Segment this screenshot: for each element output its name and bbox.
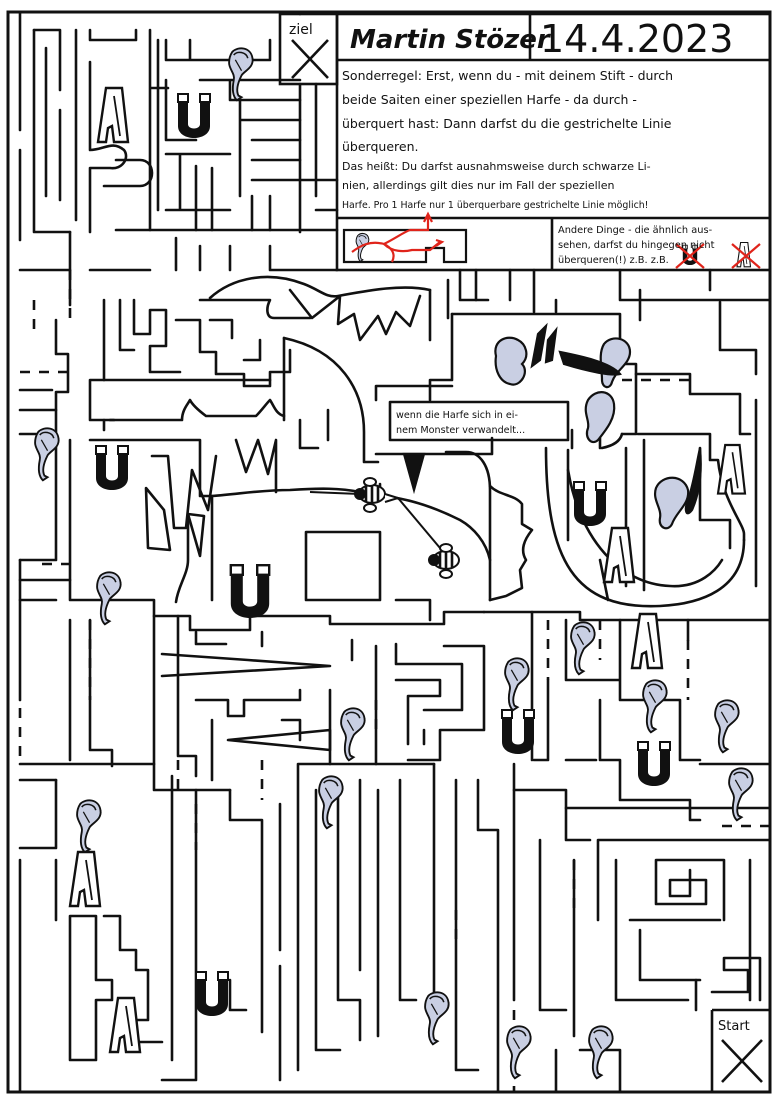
rule-line: überqueren(!) z.B. z.B.: [558, 255, 669, 266]
magnet-icon: [501, 709, 535, 755]
rule-line: nien, allerdings gilt dies nur im Fall d…: [342, 179, 614, 192]
note-line: wenn die Harfe sich in ei-: [396, 410, 518, 421]
harp-icon: [96, 571, 122, 626]
harp-icon: [714, 699, 740, 754]
magnet-icon: [637, 741, 671, 787]
note-line: nem Monster verwandelt...: [396, 425, 525, 436]
rule-example-illustration: [342, 211, 468, 264]
monster-icon: [654, 476, 690, 530]
magnet-icon: [573, 481, 607, 527]
harp-icon: [76, 799, 102, 854]
magnet-icon: [229, 564, 271, 620]
rule-line: Harfe. Pro 1 Harfe nur 1 überquerbare ge…: [342, 200, 648, 211]
bee-creatures: [309, 477, 460, 579]
magnet-icon: [95, 445, 129, 491]
start-box: [710, 1008, 770, 1092]
other-things-examples: [675, 241, 761, 269]
rule-line: Sonderregel: Erst, wenn du - mit deinem …: [342, 68, 673, 83]
monster-note: wenn die Harfe sich in ei- nem Monster v…: [396, 410, 525, 436]
harp-icon: [642, 679, 668, 734]
harp-icon: [728, 767, 754, 822]
date-text: 14.4.2023: [540, 17, 733, 61]
fake-harp-icon: [716, 443, 747, 495]
harp-icon: [570, 621, 596, 676]
harp-icon: [424, 991, 450, 1046]
other-things-text: Andere Dinge - die ähnlich aus- sehen, d…: [558, 225, 715, 266]
bee-icon: [354, 477, 402, 513]
fake-harp-icon: [108, 996, 142, 1054]
dashed-crossable-lines: [18, 270, 770, 1092]
bee-icon: [428, 543, 460, 579]
monster-icon: [494, 336, 528, 386]
fake-harp-icon: [68, 850, 102, 908]
rule-line: Andere Dinge - die ähnlich aus-: [558, 225, 713, 236]
monster-icon: [584, 391, 616, 444]
special-rule-text: Sonderregel: Erst, wenn du - mit deinem …: [342, 68, 673, 154]
magnet-icon: [195, 971, 229, 1017]
rule-line: beide Saiten einer speziellen Harfe - da…: [342, 92, 637, 107]
rule-line: überqueren.: [342, 139, 418, 154]
fake-harp-icon: [602, 526, 636, 584]
author-name: Martin Stözer: [350, 25, 552, 55]
rules-panel: [335, 12, 772, 272]
rule-line: Das heißt: Du darfst ausnahmsweise durch…: [342, 160, 651, 173]
maze-outer-border: [6, 10, 772, 1094]
start-label: Start: [718, 1019, 750, 1034]
magnet-icon: [177, 93, 211, 139]
harp-icon: [228, 47, 254, 102]
maze-walls: [18, 10, 772, 1094]
fake-harp-icon: [630, 612, 664, 670]
harp-icon: [340, 707, 366, 762]
rule-line: überquert hast: Dann darfst du die gestr…: [342, 116, 672, 131]
rule-line: sehen, darfst du hingegen nicht: [558, 240, 715, 251]
harp-icon: [506, 1025, 532, 1080]
fake-harp-icon: [96, 86, 130, 144]
exception-text: Das heißt: Du darfst ausnahmsweise durch…: [342, 160, 651, 211]
goal-label: ziel: [289, 22, 313, 38]
goal-box: [278, 12, 339, 86]
harp-icon: [504, 657, 530, 712]
harp-icon: [588, 1025, 614, 1080]
harp-monsters: [402, 322, 702, 530]
